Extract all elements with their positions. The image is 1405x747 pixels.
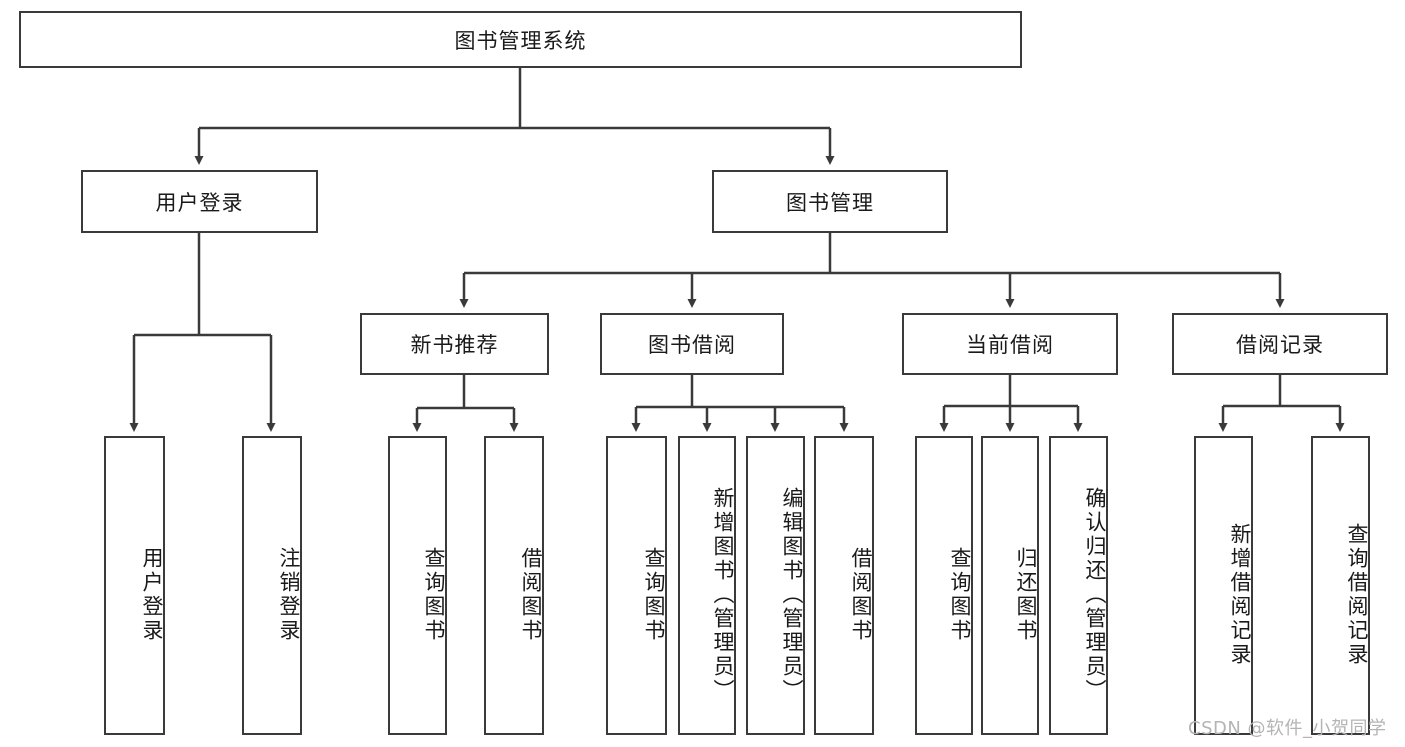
node-label: 查询图书: [642, 546, 666, 643]
leaf-recommend-borrow-book[interactable]: 借阅图书: [484, 436, 544, 735]
node-label: 新书推荐: [410, 333, 499, 357]
leaf-borrow-borrow-book[interactable]: 借阅图书: [814, 436, 874, 735]
node-label: 编辑图书（管理员）: [780, 486, 804, 703]
node-label: 借阅图书: [519, 546, 543, 643]
node-new-book-recommend[interactable]: 新书推荐: [360, 313, 549, 375]
leaf-borrow-edit-book-admin[interactable]: 编辑图书（管理员）: [746, 436, 805, 735]
node-root-system[interactable]: 图书管理系统: [19, 11, 1022, 68]
node-label: 借阅记录: [1236, 333, 1324, 357]
node-label: 查询借阅记录: [1345, 522, 1369, 667]
node-label: 用户登录: [155, 190, 244, 215]
node-label: 借阅图书: [849, 546, 873, 643]
node-borrow-record[interactable]: 借阅记录: [1172, 313, 1388, 375]
leaf-user-login-signin[interactable]: 用户登录: [104, 436, 165, 735]
leaf-current-return-book[interactable]: 归还图书: [981, 436, 1039, 735]
node-label: 新增图书（管理员）: [711, 486, 735, 703]
node-label: 查询图书: [948, 546, 972, 643]
node-label: 当前借阅: [966, 333, 1054, 357]
node-label: 图书借阅: [648, 333, 736, 357]
leaf-borrow-query-book[interactable]: 查询图书: [606, 436, 667, 735]
node-current-borrow[interactable]: 当前借阅: [902, 313, 1118, 375]
leaf-current-query-book[interactable]: 查询图书: [915, 436, 973, 735]
leaf-record-query-record[interactable]: 查询借阅记录: [1311, 436, 1370, 735]
node-label: 归还图书: [1014, 546, 1038, 643]
leaf-record-add-record[interactable]: 新增借阅记录: [1194, 436, 1253, 735]
node-user-login[interactable]: 用户登录: [81, 170, 318, 233]
leaf-recommend-query-book[interactable]: 查询图书: [388, 436, 447, 735]
leaf-current-confirm-return-admin[interactable]: 确认归还（管理员）: [1049, 436, 1108, 735]
node-label: 查询图书: [422, 546, 446, 643]
node-label: 新增借阅记录: [1228, 522, 1252, 667]
leaf-user-login-signout[interactable]: 注销登录: [242, 436, 302, 735]
leaf-borrow-add-book-admin[interactable]: 新增图书（管理员）: [678, 436, 736, 735]
node-label: 用户登录: [140, 546, 164, 643]
node-label: 图书管理: [786, 190, 874, 215]
node-label: 图书管理系统: [454, 28, 587, 53]
node-book-management[interactable]: 图书管理: [712, 170, 948, 233]
node-label: 注销登录: [277, 546, 301, 643]
node-label: 确认归还（管理员）: [1083, 486, 1107, 703]
watermark: CSDN @软件_小贺同学: [1188, 718, 1387, 739]
node-book-borrow[interactable]: 图书借阅: [600, 313, 784, 375]
